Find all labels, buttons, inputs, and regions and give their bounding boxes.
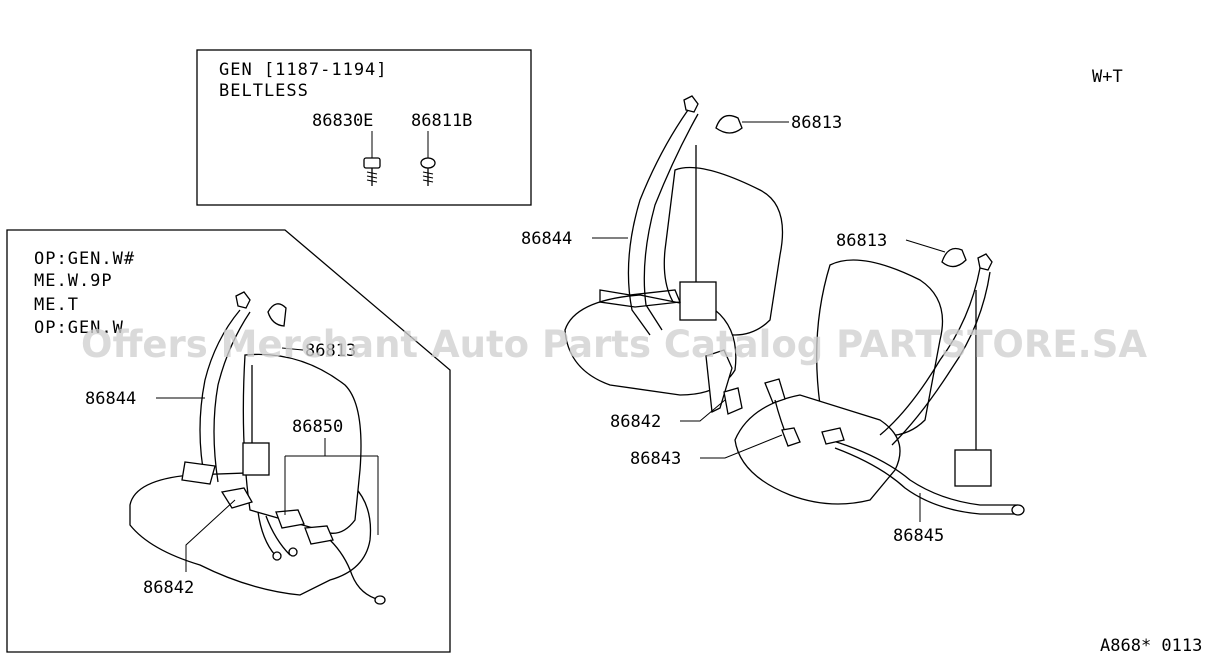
- callout-86842-left: 86842: [143, 578, 194, 598]
- callout-86813-mid: 86813: [836, 231, 887, 251]
- retractor-left: [679, 281, 717, 321]
- gen-beltless-inset: GEN [1187-1194] BELTLESS 86830E 86811B: [196, 49, 532, 206]
- retractor-right: [954, 449, 992, 487]
- callout-86844-left: 86844: [85, 389, 136, 409]
- callout-86813-left: 86813: [305, 341, 356, 361]
- anchor-cover-mid: [941, 247, 967, 268]
- callout-86845-right: 86845: [893, 526, 944, 546]
- variant-code: W+T: [1092, 67, 1123, 87]
- bucket-seats-illustration: 86813 86844 86813 86842 86843 86845: [521, 95, 1025, 546]
- callout-86850-left: 86850: [292, 417, 343, 437]
- retractor-box: [242, 442, 270, 476]
- inset-op-line1: OP:GEN.W#: [34, 249, 135, 269]
- inset-gen-line1: GEN [1187-1194]: [219, 60, 388, 80]
- inset-op-line2: ME.W.9P: [34, 271, 113, 291]
- anchor-cover-left: [267, 303, 287, 327]
- inset-op-line3: ME.T: [34, 295, 79, 315]
- callout-86813-top: 86813: [791, 113, 842, 133]
- callout-86844-right: 86844: [521, 229, 572, 249]
- part-label-86811b: 86811B: [411, 111, 472, 131]
- callout-86843-right: 86843: [630, 449, 681, 469]
- anchor-cover-top: [715, 114, 743, 134]
- bolt-86830e-icon: [363, 157, 381, 186]
- bolt-86811b-icon: [420, 157, 436, 186]
- inset-gen-line2: BELTLESS: [219, 81, 309, 101]
- part-label-86830e: 86830E: [312, 111, 373, 131]
- watermark-text: Offers Merchant Auto Parts Catalog PARTS…: [81, 323, 1147, 366]
- seat-back-right: [816, 259, 944, 437]
- callout-86842-right: 86842: [610, 412, 661, 432]
- figure-code: A868* 0113: [1100, 636, 1202, 656]
- inset-op-line4: OP:GEN.W: [34, 318, 124, 338]
- bench-seat-inset: OP:GEN.W# ME.W.9P ME.T OP:GEN.W 86844 86…: [6, 229, 451, 653]
